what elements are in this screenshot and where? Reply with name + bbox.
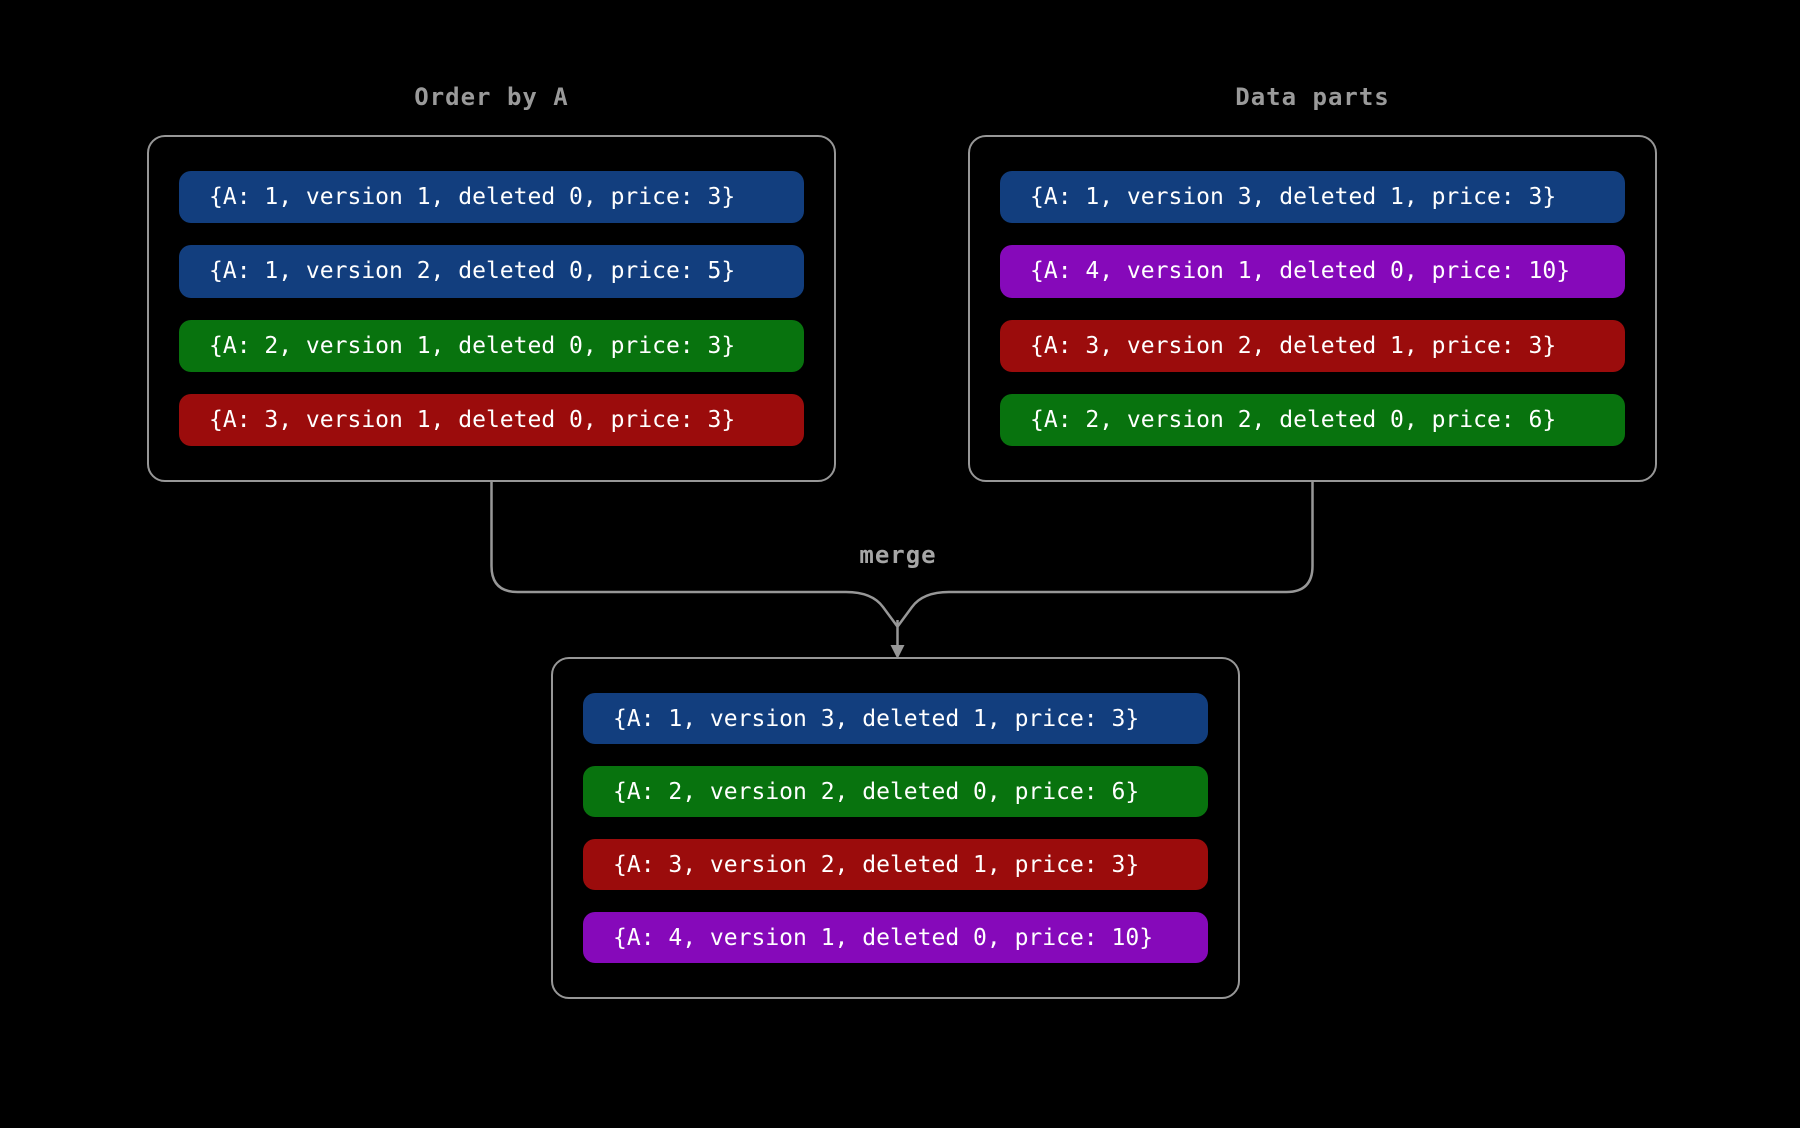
data-row: {A: 1, version 1, deleted 0, price: 3} [179, 171, 804, 224]
merge-label: merge [859, 541, 937, 569]
data-row: {A: 1, version 3, deleted 1, price: 3} [583, 693, 1208, 744]
data-row: {A: 2, version 2, deleted 0, price: 6} [583, 766, 1208, 817]
data-row: {A: 2, version 1, deleted 0, price: 3} [179, 319, 804, 372]
order-by-a-panel: {A: 1, version 1, deleted 0, price: 3} {… [147, 135, 836, 482]
order-by-a-title: Order by A [414, 83, 569, 111]
data-row: {A: 3, version 2, deleted 1, price: 3} [583, 839, 1208, 890]
data-row: {A: 1, version 2, deleted 0, price: 5} [179, 245, 804, 298]
merged-result-panel: {A: 1, version 3, deleted 1, price: 3} {… [551, 657, 1240, 999]
data-parts-title: Data parts [1235, 83, 1390, 111]
data-row: {A: 2, version 2, deleted 0, price: 6} [1000, 393, 1625, 446]
data-row: {A: 3, version 1, deleted 0, price: 3} [179, 393, 804, 446]
data-row: {A: 4, version 1, deleted 0, price: 10} [1000, 245, 1625, 298]
data-parts-panel: {A: 1, version 3, deleted 1, price: 3} {… [968, 135, 1657, 482]
data-row: {A: 4, version 1, deleted 0, price: 10} [583, 912, 1208, 963]
data-row: {A: 1, version 3, deleted 1, price: 3} [1000, 171, 1625, 224]
data-row: {A: 3, version 2, deleted 1, price: 3} [1000, 319, 1625, 372]
